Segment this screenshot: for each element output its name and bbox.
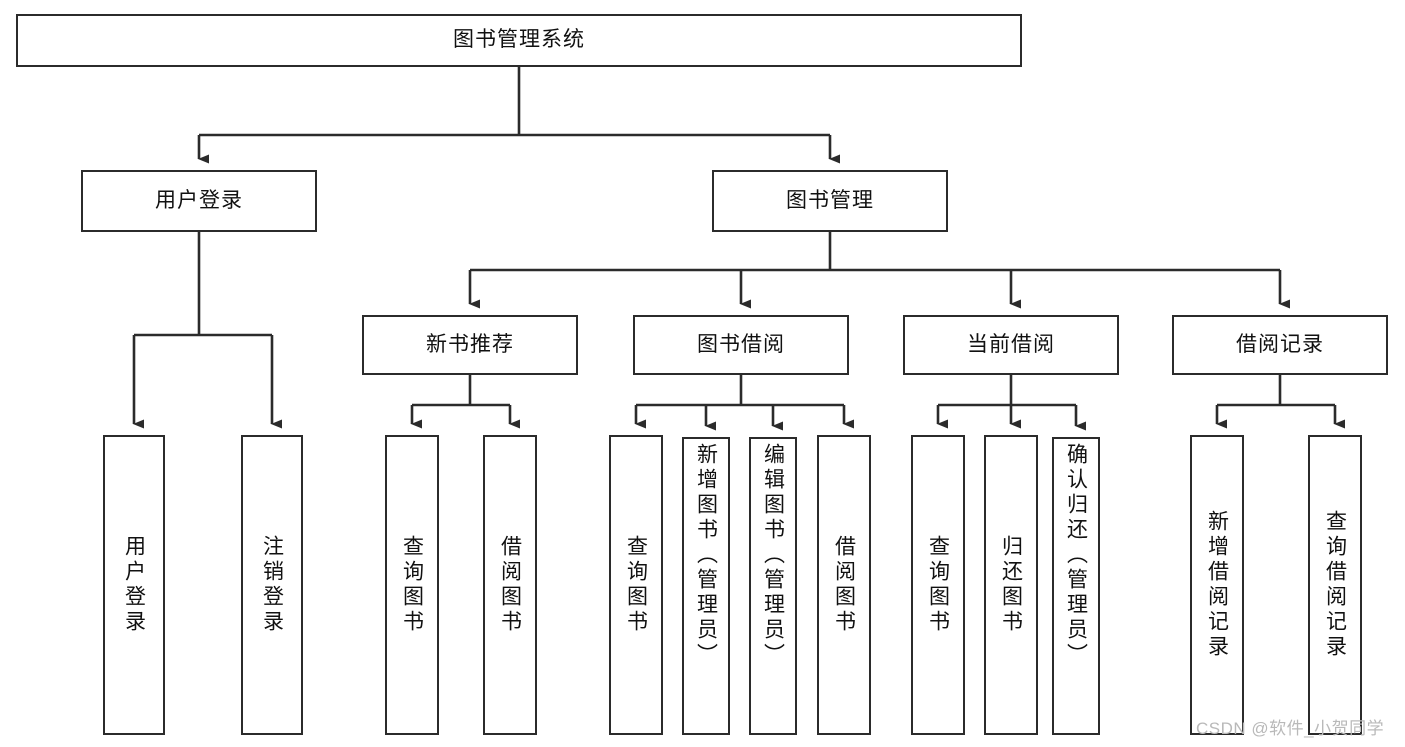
node-leaf-add-borrow-record[interactable]: 新增借阅记录 bbox=[1190, 435, 1244, 735]
node-leaf-borrow-book[interactable]: 借阅图书 bbox=[817, 435, 871, 735]
node-leaf-return-book[interactable]: 归还图书 bbox=[984, 435, 1038, 735]
node-label: 编辑图书（管理员） bbox=[761, 443, 785, 668]
node-label: 图书管理 bbox=[786, 188, 874, 212]
node-leaf-borrow-book-recommend[interactable]: 借阅图书 bbox=[483, 435, 537, 735]
node-borrow-record[interactable]: 借阅记录 bbox=[1172, 315, 1388, 375]
node-label: 新增图书（管理员） bbox=[694, 443, 718, 668]
node-leaf-user-login[interactable]: 用户登录 bbox=[103, 435, 165, 735]
node-label: 确认归还（管理员） bbox=[1064, 443, 1088, 668]
node-label: 借阅图书 bbox=[832, 535, 856, 635]
node-label: 用户登录 bbox=[155, 188, 243, 212]
node-new-book-recommend[interactable]: 新书推荐 bbox=[362, 315, 578, 375]
node-label: 归还图书 bbox=[999, 535, 1023, 635]
csdn-watermark: CSDN @软件_小贺同学 bbox=[1196, 719, 1385, 738]
node-root-book-management-system[interactable]: 图书管理系统 bbox=[16, 14, 1022, 67]
node-user-login[interactable]: 用户登录 bbox=[81, 170, 317, 232]
node-leaf-query-borrow-record[interactable]: 查询借阅记录 bbox=[1308, 435, 1362, 735]
node-leaf-user-logout[interactable]: 注销登录 bbox=[241, 435, 303, 735]
node-label: 查询借阅记录 bbox=[1323, 510, 1347, 660]
node-label: 图书借阅 bbox=[697, 332, 785, 356]
node-label: 查询图书 bbox=[400, 535, 424, 635]
node-leaf-query-book-current[interactable]: 查询图书 bbox=[911, 435, 965, 735]
node-label: 新书推荐 bbox=[426, 332, 514, 356]
node-label: 用户登录 bbox=[122, 535, 146, 635]
node-leaf-confirm-return-admin[interactable]: 确认归还（管理员） bbox=[1052, 437, 1100, 735]
node-leaf-query-book-borrow[interactable]: 查询图书 bbox=[609, 435, 663, 735]
node-leaf-edit-book-admin[interactable]: 编辑图书（管理员） bbox=[749, 437, 797, 735]
node-label: 图书管理系统 bbox=[453, 28, 585, 52]
node-label: 当前借阅 bbox=[967, 332, 1055, 356]
node-label: 查询图书 bbox=[624, 535, 648, 635]
node-leaf-add-book-admin[interactable]: 新增图书（管理员） bbox=[682, 437, 730, 735]
node-book-management[interactable]: 图书管理 bbox=[712, 170, 948, 232]
node-label: 查询图书 bbox=[926, 535, 950, 635]
node-leaf-query-book-recommend[interactable]: 查询图书 bbox=[385, 435, 439, 735]
node-current-borrow[interactable]: 当前借阅 bbox=[903, 315, 1119, 375]
node-label: 新增借阅记录 bbox=[1205, 510, 1229, 660]
node-label: 借阅记录 bbox=[1236, 332, 1324, 356]
node-label: 注销登录 bbox=[260, 535, 284, 635]
node-book-borrow[interactable]: 图书借阅 bbox=[633, 315, 849, 375]
node-label: 借阅图书 bbox=[498, 535, 522, 635]
